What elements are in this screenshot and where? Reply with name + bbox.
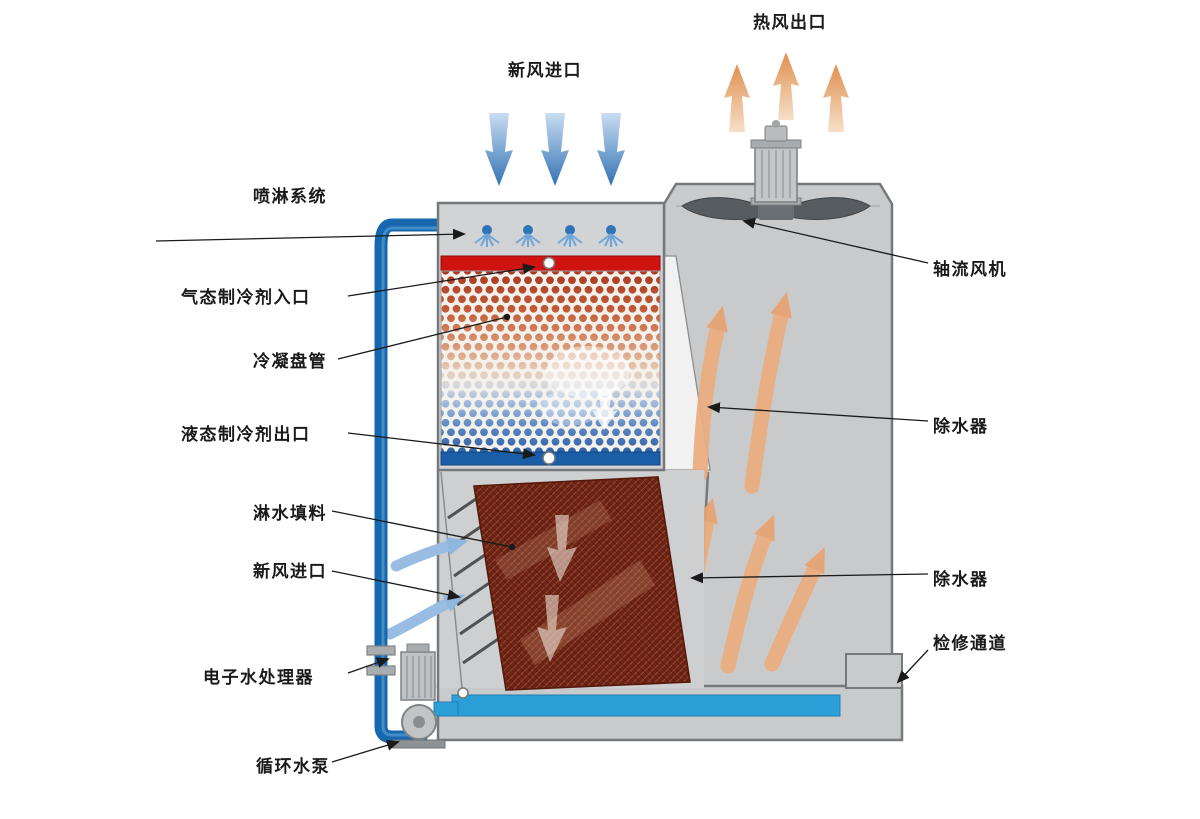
coil-chamber bbox=[436, 201, 666, 472]
pump-motor bbox=[400, 643, 436, 701]
basin-water bbox=[451, 694, 841, 717]
side-fresh-air-arrows bbox=[384, 537, 469, 640]
fill-media-block bbox=[473, 476, 691, 691]
leader-circulating-pump bbox=[331, 739, 400, 763]
leader-eliminator-lower bbox=[690, 572, 929, 584]
label-spray-system: 喷淋系统 bbox=[253, 186, 327, 206]
riser-pipe bbox=[374, 218, 449, 744]
fresh-air-arrow bbox=[597, 113, 625, 186]
label-fresh-air-inlet-top: 新风进口 bbox=[508, 60, 582, 80]
label-eliminator-upper: 除水器 bbox=[933, 416, 989, 436]
leader-gas-refrigerant-inlet bbox=[347, 263, 536, 297]
fan-motor bbox=[750, 120, 802, 206]
leader-eliminator-upper bbox=[707, 402, 929, 422]
coil-airflow-highlight bbox=[540, 346, 630, 430]
hot-airflow-arrow bbox=[744, 291, 792, 494]
lower-left-section bbox=[436, 470, 704, 699]
leader-service-access bbox=[896, 649, 929, 684]
leader-liquid-refrigerant-outlet bbox=[347, 432, 536, 460]
leader-axial-fan bbox=[742, 218, 929, 264]
label-fill-media: 淋水填料 bbox=[253, 503, 327, 523]
leader-dot-coil bbox=[503, 313, 511, 321]
gas-inlet-port bbox=[542, 256, 556, 270]
hot-airflow-arrow bbox=[720, 514, 775, 674]
pump-suction bbox=[433, 701, 459, 717]
fresh-air-arrow bbox=[541, 113, 569, 186]
leader-condensing-coil bbox=[337, 316, 508, 360]
fresh-air-arrow bbox=[485, 113, 513, 186]
label-gas-refrigerant-inlet: 气态制冷剂入口 bbox=[180, 287, 311, 307]
label-electronic-water-treater: 电子水处理器 bbox=[203, 667, 314, 687]
pump-base bbox=[392, 739, 446, 749]
spray-system-nozzles bbox=[474, 225, 624, 247]
leader-dot-fill bbox=[508, 543, 516, 551]
leader-lines bbox=[155, 218, 929, 763]
fan-hub bbox=[758, 202, 794, 220]
spray-nozzle bbox=[474, 225, 500, 247]
axial-fan-assembly bbox=[681, 120, 871, 221]
labels: 热风出口 新风进口 喷淋系统 气态制冷剂入口 冷凝盘管 液态制冷剂出口 淋水填料… bbox=[180, 12, 1007, 776]
service-access-step bbox=[845, 653, 903, 689]
liquid-outlet-port bbox=[542, 451, 556, 465]
fresh-air-curved-arrow bbox=[390, 537, 469, 572]
label-axial-fan: 轴流风机 bbox=[933, 259, 1007, 279]
drain-port bbox=[457, 687, 469, 699]
hot-air-outlet-arrows bbox=[724, 52, 849, 132]
label-circulating-pump: 循环水泵 bbox=[256, 756, 330, 776]
fresh-air-inlet-arrows bbox=[485, 113, 625, 186]
leader-water-treater bbox=[347, 657, 390, 674]
label-liquid-refrigerant-outlet: 液态制冷剂出口 bbox=[181, 424, 311, 444]
hot-airflow-arrow bbox=[692, 305, 728, 482]
fill-airflow-arrow bbox=[547, 515, 577, 582]
spray-nozzle bbox=[515, 225, 541, 247]
fresh-air-curved-arrow bbox=[384, 594, 466, 640]
label-condensing-coil: 冷凝盘管 bbox=[253, 351, 327, 371]
water-basin bbox=[436, 653, 904, 742]
hot-air-arrow bbox=[724, 64, 750, 132]
leader-spray-system bbox=[155, 228, 466, 242]
spray-nozzle bbox=[557, 225, 583, 247]
leader-fresh-air-inlet-side bbox=[331, 570, 461, 601]
spray-nozzle bbox=[598, 225, 624, 247]
label-eliminator-lower: 除水器 bbox=[933, 569, 989, 589]
fill-airflow-arrow bbox=[537, 595, 567, 662]
condensing-coil-block bbox=[440, 270, 661, 453]
label-hot-air-outlet: 热风出口 bbox=[753, 12, 827, 32]
fan-blades bbox=[681, 197, 871, 221]
label-service-access: 检修通道 bbox=[933, 633, 1007, 653]
label-fresh-air-inlet-side: 新风进口 bbox=[253, 561, 327, 581]
hot-air-arrow bbox=[823, 64, 849, 132]
hot-air-arrow bbox=[773, 52, 799, 120]
leader-fill-media bbox=[331, 510, 513, 548]
circulating-pump bbox=[392, 643, 459, 749]
